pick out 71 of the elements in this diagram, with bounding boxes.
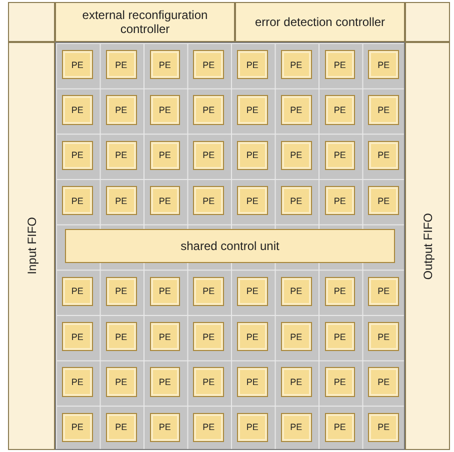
pe-box: PE (106, 322, 136, 352)
pe-box: PE (280, 322, 312, 352)
pe-box: PE (193, 186, 224, 216)
pe-box: PE (280, 95, 312, 125)
pe-box: PE (324, 367, 356, 397)
pe-box: PE (106, 140, 136, 170)
pe-box: PE (150, 276, 180, 306)
controller-box: error detection controller (235, 2, 405, 42)
pe-box: PE (62, 95, 93, 125)
pe-box: PE (193, 367, 224, 397)
pe-box: PE (324, 276, 356, 306)
control-unit-box: shared control unit (65, 229, 395, 263)
pe-box: PE (368, 140, 399, 170)
pe-box: PE (280, 140, 312, 170)
pe-box: PE (62, 412, 93, 442)
pe-box: PE (324, 412, 356, 442)
controller-box: external reconfiguration controller (55, 2, 235, 42)
pe-box: PE (62, 367, 93, 397)
pe-box: PE (150, 322, 180, 352)
pe-box: PE (280, 186, 312, 216)
pe-box: PE (368, 367, 399, 397)
pe-box: PE (106, 186, 136, 216)
fifo-label: Input FIFO (24, 217, 38, 275)
pe-box: PE (368, 95, 399, 125)
pe-box: PE (237, 367, 268, 397)
pe-box: PE (106, 412, 136, 442)
pe-box: PE (237, 186, 268, 216)
pe-box: PE (150, 186, 180, 216)
pe-box: PE (324, 95, 356, 125)
pe-box: PE (106, 95, 136, 125)
pe-box: PE (193, 140, 224, 170)
pe-box: PE (368, 276, 399, 306)
pe-box: PE (150, 412, 180, 442)
pe-box: PE (62, 50, 93, 80)
pe-box: PE (237, 140, 268, 170)
pe-box: PE (280, 276, 312, 306)
fifo-label: Output FIFO (420, 212, 434, 280)
pe-box: PE (280, 50, 312, 80)
pe-box: PE (193, 276, 224, 306)
pe-box: PE (150, 140, 180, 170)
fifo-column (405, 42, 450, 450)
pe-box: PE (280, 412, 312, 442)
pe-box: PE (237, 95, 268, 125)
pe-box: PE (237, 322, 268, 352)
pe-box: PE (237, 50, 268, 80)
pe-box: PE (150, 95, 180, 125)
pe-box: PE (150, 367, 180, 397)
pe-box: PE (324, 50, 356, 80)
pe-box: PE (324, 140, 356, 170)
pe-box: PE (62, 276, 93, 306)
pe-box: PE (237, 412, 268, 442)
pe-box: PE (193, 412, 224, 442)
pe-box: PE (324, 186, 356, 216)
pe-box: PE (62, 186, 93, 216)
pe-box: PE (280, 367, 312, 397)
pe-box: PE (324, 322, 356, 352)
fifo-column (8, 42, 55, 450)
pe-box: PE (368, 322, 399, 352)
pe-box: PE (368, 50, 399, 80)
pe-box: PE (193, 50, 224, 80)
pe-box: PE (106, 50, 136, 80)
pe-box: PE (106, 367, 136, 397)
pe-box: PE (368, 186, 399, 216)
pe-box: PE (62, 140, 93, 170)
pe-box: PE (62, 322, 93, 352)
pe-box: PE (193, 322, 224, 352)
pe-box: PE (150, 50, 180, 80)
pe-box: PE (106, 276, 136, 306)
pe-box: PE (193, 95, 224, 125)
pe-box: PE (368, 412, 399, 442)
pe-box: PE (237, 276, 268, 306)
